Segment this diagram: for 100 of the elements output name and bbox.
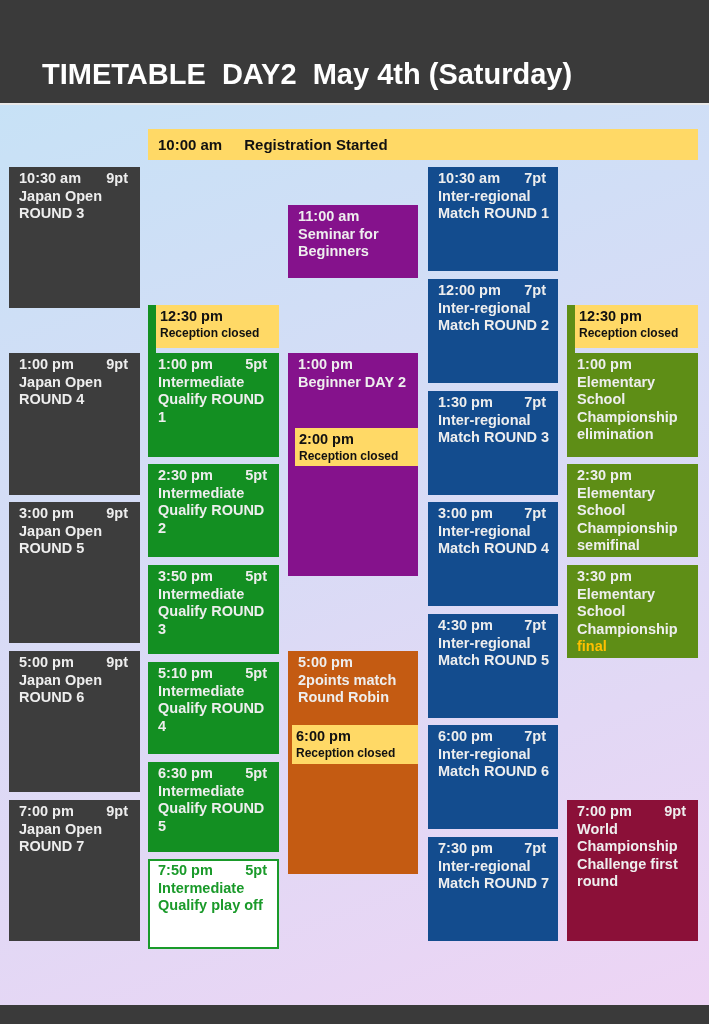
event-text: Japan Open ROUND 6 [19, 671, 103, 707]
time-text: 1:00 pm [19, 356, 74, 374]
event-text: Elementary School Championship semifinal [577, 484, 679, 555]
event-box [148, 662, 279, 754]
event-text: Inter-regional Match ROUND 6 [438, 745, 551, 781]
event-text: Elementary School Championship elimination [577, 373, 679, 444]
time-text: 10:00 am [158, 135, 223, 154]
event-text: Intermediate Qualify ROUND 2 [158, 484, 266, 537]
event-box [148, 762, 279, 852]
points-text: 7pt [524, 840, 547, 858]
event-box [567, 353, 698, 457]
event-box [9, 353, 140, 495]
event-text: Japan Open ROUND 3 [19, 187, 103, 223]
event-box [428, 502, 558, 606]
points-text: 5pt [245, 467, 268, 485]
event-text: Japan Open ROUND 7 [19, 820, 103, 856]
notice-box [295, 428, 418, 466]
time-text: 2:30 pm [577, 467, 633, 485]
event-box [428, 391, 558, 495]
event-text: Reception closed [299, 448, 400, 463]
event-text: Inter-regional Match ROUND 2 [438, 299, 551, 335]
time-text: 5:00 pm [298, 654, 354, 672]
notice-box [156, 305, 279, 348]
time-text: 10:30 am [19, 170, 82, 188]
event-text: Intermediate Qualify ROUND 5 [158, 782, 266, 835]
points-text: 5pt [245, 665, 268, 683]
time-text: 3:50 pm [158, 568, 213, 586]
event-box [567, 800, 698, 941]
event-box [9, 502, 140, 643]
event-box [9, 651, 140, 792]
event-box [9, 167, 140, 308]
points-text: 5pt [245, 862, 268, 880]
event-box [9, 800, 140, 941]
points-text: 7pt [524, 170, 547, 188]
time-text: 7:50 pm [158, 862, 213, 880]
event-box [148, 353, 279, 457]
event-box [288, 353, 418, 576]
points-text: 7pt [524, 282, 547, 300]
event-text: Beginner DAY 2 [298, 373, 407, 391]
event-text: 2points match Round Robin [298, 671, 398, 707]
event-text: Japan Open ROUND 4 [19, 373, 103, 409]
time-text: 3:00 pm [19, 505, 74, 523]
time-text: 4:30 pm [438, 617, 493, 635]
points-text: 9pt [106, 654, 129, 672]
event-box [567, 464, 698, 557]
points-text: 7pt [524, 394, 547, 412]
notice-box [575, 305, 698, 348]
event-box [428, 279, 558, 383]
event-text: Reception closed [579, 325, 680, 340]
notice-box [292, 725, 418, 764]
time-text: 11:00 am [298, 208, 361, 226]
time-text: 2:00 pm [299, 431, 355, 449]
event-box [428, 167, 558, 271]
points-text: 5pt [245, 765, 268, 783]
event-text: Seminar for Beginners [298, 225, 380, 261]
time-text: 5:00 pm [19, 654, 74, 672]
time-text: 6:30 pm [158, 765, 213, 783]
points-text: 9pt [106, 356, 129, 374]
event-text: Intermediate Qualify ROUND 1 [158, 373, 266, 426]
points-text: 9pt [106, 170, 129, 188]
event-text: Japan Open ROUND 5 [19, 522, 103, 558]
event-text: Intermediate Qualify ROUND 4 [158, 682, 266, 735]
time-text: 3:30 pm [577, 568, 633, 586]
event-box [428, 725, 558, 829]
event-text: Inter-regional Match ROUND 4 [438, 522, 551, 558]
time-text: 1:00 pm [577, 356, 633, 374]
time-text: 6:00 pm [438, 728, 493, 746]
event-text: World Championship Challenge first round [577, 820, 679, 891]
event-text: final [577, 638, 608, 656]
time-text: 7:00 pm [577, 803, 632, 821]
points-text: 9pt [106, 505, 129, 523]
title: TIMETABLE DAY2 May 4th (Saturday) [42, 58, 573, 91]
points-text: 5pt [245, 356, 268, 374]
event-text: Inter-regional Match ROUND 7 [438, 857, 551, 893]
event-box [148, 859, 279, 949]
time-text: 3:00 pm [438, 505, 493, 523]
time-text: 1:00 pm [298, 356, 354, 374]
points-text: 5pt [245, 568, 268, 586]
time-text: 7:00 pm [19, 803, 74, 821]
event-text: Elementary School Championship [577, 585, 679, 638]
event-text: Inter-regional Match ROUND 3 [438, 411, 551, 447]
time-text: 7:30 pm [438, 840, 493, 858]
event-text: Intermediate Qualify play off [158, 879, 264, 915]
time-text: 10:30 am [438, 170, 501, 188]
event-box [148, 464, 279, 557]
event-text: Reception closed [296, 745, 397, 760]
event-text: Registration Started [244, 135, 388, 154]
time-text: 12:30 pm [579, 308, 643, 326]
points-text: 9pt [664, 803, 687, 821]
points-text: 9pt [106, 803, 129, 821]
points-text: 7pt [524, 617, 547, 635]
event-text: Intermediate Qualify ROUND 3 [158, 585, 266, 638]
notice-box [148, 129, 698, 160]
points-text: 7pt [524, 728, 547, 746]
event-box [428, 837, 558, 941]
time-text: 1:30 pm [438, 394, 493, 412]
time-text: 1:00 pm [158, 356, 213, 374]
time-text: 12:30 pm [160, 308, 224, 326]
event-text: Inter-regional Match ROUND 5 [438, 634, 551, 670]
event-box [567, 565, 698, 658]
